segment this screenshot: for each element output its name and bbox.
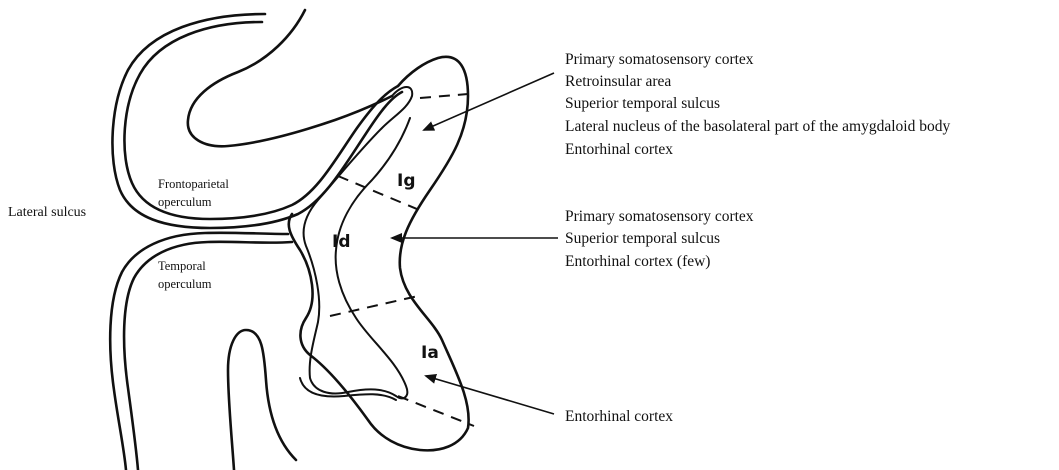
ig-connection-5: Entorhinal cortex bbox=[565, 141, 673, 158]
arrow-to-ia bbox=[426, 376, 554, 414]
temporal-operculum-label-line-1: Temporal bbox=[158, 259, 206, 273]
frontoparietal-operculum-label-line-2: operculum bbox=[158, 195, 212, 209]
region-ig-label: Ig bbox=[397, 171, 416, 191]
lateral-sulcus-label: Lateral sulcus bbox=[8, 205, 86, 220]
ia-connection-1: Entorhinal cortex bbox=[565, 408, 673, 425]
region-id-label: Id bbox=[332, 232, 351, 252]
ig-connection-4: Lateral nucleus of the basolateral part … bbox=[565, 118, 950, 135]
arrow-to-ig bbox=[424, 73, 554, 130]
id-connection-2: Superior temporal sulcus bbox=[565, 230, 720, 247]
id-connections-list: Primary somatosensory cortex Superior te… bbox=[565, 208, 754, 270]
ig-connection-1: Primary somatosensory cortex bbox=[565, 51, 754, 68]
id-connection-3: Entorhinal cortex (few) bbox=[565, 253, 710, 270]
temporal-operculum-label-line-2: operculum bbox=[158, 277, 212, 291]
frontoparietal-operculum-label-line-1: Frontoparietal bbox=[158, 177, 229, 191]
id-connection-1: Primary somatosensory cortex bbox=[565, 208, 754, 225]
ig-connection-2: Retroinsular area bbox=[565, 73, 671, 90]
region-ia-label: Ia bbox=[421, 343, 439, 363]
ia-connections-list: Entorhinal cortex bbox=[565, 408, 673, 425]
ig-connection-3: Superior temporal sulcus bbox=[565, 95, 720, 112]
ig-connections-list: Primary somatosensory cortex Retroinsula… bbox=[565, 51, 950, 158]
